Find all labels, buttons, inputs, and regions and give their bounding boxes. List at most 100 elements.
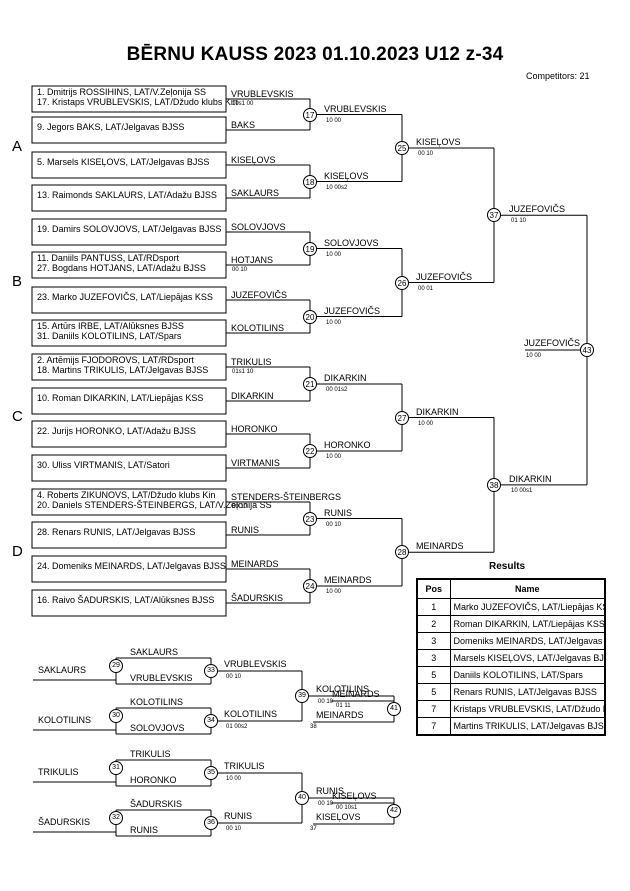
entry-name: 27. Bogdans HOTJANS, LAT/Adažu BJSS xyxy=(37,262,206,273)
entry-name: 18. Martins TRIKULIS, LAT/Jelgavas BJSS xyxy=(37,364,209,375)
contest-circle: 34 xyxy=(204,714,218,728)
repechage-name: KOLOTILINS xyxy=(224,709,278,719)
bronze-opponent: KISEĻOVS xyxy=(316,812,361,822)
contest-circle: 25 xyxy=(395,141,409,155)
round2-name: HORONKO xyxy=(324,440,371,450)
results-pos: 3 xyxy=(416,632,451,650)
contest-circle: 31 xyxy=(109,761,123,775)
contest-circle: 40 xyxy=(295,791,309,805)
round3-name: DIKARKIN xyxy=(416,406,459,417)
entry-name: 30. Uliss VIRTMANIS, LAT/Satori xyxy=(37,460,170,470)
pool-label-A: A xyxy=(12,138,23,155)
round2-score: 00 10 xyxy=(326,521,342,528)
results-name: Marko JUZEFOVIČS, LAT/Liepājas KSS xyxy=(449,598,606,616)
contest-circle: 39 xyxy=(295,689,309,703)
entry-name: 2. Artēmijs FJODOROVS, LAT/RDsport xyxy=(37,354,194,365)
round1-name: TRIKULIS xyxy=(231,357,272,367)
round3-name: JUZEFOVIČS xyxy=(416,271,473,282)
round1-name: MEINARDS xyxy=(231,559,279,569)
entry-name: 9. Jegors BAKS, LAT/Jelgavas BJSS xyxy=(37,122,185,132)
entry-name: 17. Kristaps VRUBLEVSKIS, LAT/Džudo klub… xyxy=(37,96,238,107)
results-name: Daniils KOLOTILINS, LAT/Spars xyxy=(449,666,606,684)
contest-circle: 38 xyxy=(487,477,501,492)
repechage-entrant: KOLOTILINS xyxy=(38,715,92,725)
round2-name: RUNIS xyxy=(324,507,353,518)
contest-circle: 24 xyxy=(303,579,317,593)
round2-name: KISEĻOVS xyxy=(324,170,369,181)
results-name: Marsels KISEĻOVS, LAT/Jelgavas BJSS xyxy=(449,649,606,667)
round2-score: 10 00 xyxy=(326,589,342,595)
contest-circle: 41 xyxy=(387,702,401,716)
repechage-score: 00 10 xyxy=(318,699,334,705)
round2-name: VRUBLEVSKIS xyxy=(324,103,387,114)
repechage-score: 00 10 xyxy=(226,826,242,832)
contest-circle: 29 xyxy=(109,659,123,673)
round1-name: VRUBLEVSKIS xyxy=(231,89,294,99)
repechage-entrant: ŠADURSKIS xyxy=(38,817,91,827)
early-score: 00 10 xyxy=(232,504,248,510)
repechage-name: KOLOTILINS xyxy=(130,697,184,707)
pool-label-C: C xyxy=(12,408,23,425)
entry-name: 23. Marko JUZEFOVIČS, LAT/Liepājas KSS xyxy=(37,292,213,302)
round2-score: 10 00 xyxy=(326,117,342,124)
bronze-source: 38 xyxy=(310,724,317,730)
entry-name: 1. Dmitrijs ROSSIHINS, LAT/V.Zeļonija SS xyxy=(37,86,207,97)
entry-name: 28. Renars RUNIS, LAT/Jelgavas BJSS xyxy=(37,527,196,537)
round1-name: HORONKO xyxy=(231,424,278,434)
results-header-name: Name xyxy=(449,578,606,599)
round3-score: 00 10 xyxy=(418,151,434,157)
round1-name: DIKARKIN xyxy=(231,391,274,401)
round2-name: SOLOVJOVS xyxy=(324,237,379,248)
round4-name: JUZEFOVIČS xyxy=(509,204,566,215)
repechage-name: RUNIS xyxy=(130,825,159,835)
competitors-count: Competitors: 21 xyxy=(526,71,590,81)
round2-name: DIKARKIN xyxy=(324,373,367,383)
results-pos: 7 xyxy=(416,700,451,718)
results-pos: 5 xyxy=(416,666,451,684)
results-name: Domeniks MEINARDS, LAT/Jelgavas BJSS xyxy=(449,632,606,650)
entry-name: 31. Daniils KOLOTILINS, LAT/Spars xyxy=(37,330,182,341)
repechage-name: HORONKO xyxy=(130,775,177,785)
repechage-name: TRIKULIS xyxy=(224,761,265,771)
round3-score: 00 01 xyxy=(418,285,434,292)
round4-name: DIKARKIN xyxy=(509,473,552,484)
contest-circle: 32 xyxy=(109,811,123,825)
repechage-name: RUNIS xyxy=(316,786,345,796)
round1-name: RUNIS xyxy=(231,525,260,535)
repechage-name: VRUBLEVSKIS xyxy=(224,659,287,669)
round1-name: STENDERS-ŠTEINBERGS xyxy=(231,492,342,502)
results-title: Results xyxy=(489,561,526,572)
round2-score: 00 01s2 xyxy=(326,387,348,393)
contest-circle: 17 xyxy=(303,107,317,122)
contest-circle: 30 xyxy=(109,709,123,723)
round2-score: 10 00 xyxy=(326,319,342,326)
page-title: BĒRNU KAUSS 2023 01.10.2023 U12 z-34 xyxy=(126,44,504,65)
contest-circle: 33 xyxy=(204,664,218,678)
repechage-name: SAKLAURS xyxy=(130,647,179,657)
results-name: Martins TRIKULIS, LAT/Jelgavas BJSS xyxy=(449,717,606,736)
bronze-winner: KISEĻOVS xyxy=(332,791,377,801)
repechage-score: 00 10 xyxy=(226,674,242,680)
early-score: 10s1 00 xyxy=(232,101,254,107)
results-name: Renars RUNIS, LAT/Jelgavas BJSS xyxy=(449,683,606,701)
bronze-source: 37 xyxy=(310,826,317,832)
contest-circle: 26 xyxy=(395,275,409,290)
results-pos: 2 xyxy=(416,615,451,633)
round1-name: BAKS xyxy=(231,120,256,130)
round1-name: SOLOVJOVS xyxy=(231,222,286,232)
round1-name: ŠADURSKIS xyxy=(231,593,284,603)
entry-name: 10. Roman DIKARKIN, LAT/Liepājas KSS xyxy=(37,393,204,403)
round1-name: KISEĻOVS xyxy=(231,155,276,165)
final-score: 10 00 xyxy=(526,353,542,359)
results-pos: 5 xyxy=(416,683,451,701)
round3-score: 10 00 xyxy=(418,420,434,427)
contest-circle: 20 xyxy=(303,309,317,324)
